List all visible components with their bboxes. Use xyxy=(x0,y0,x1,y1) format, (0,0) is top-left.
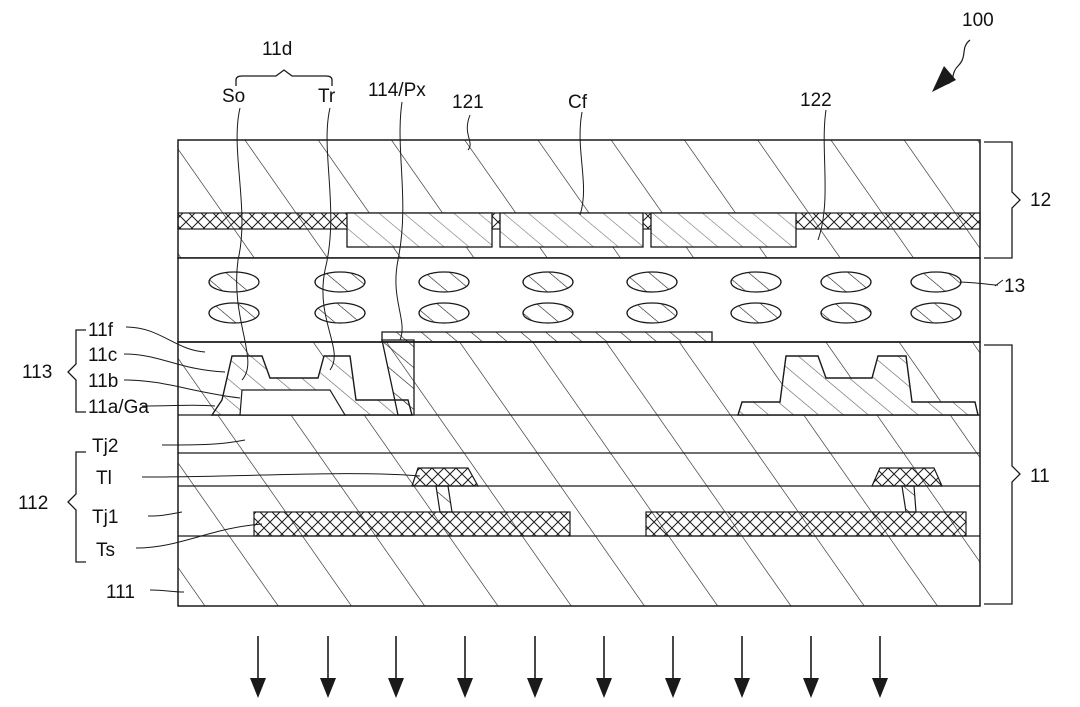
liquid-crystal-molecules xyxy=(208,271,962,324)
group-braces xyxy=(67,69,1021,605)
upper-substrate-12 xyxy=(177,139,981,259)
down-arrow-icon xyxy=(457,636,473,698)
pixel-electrode-label: 114/Px xyxy=(368,80,426,101)
layer-11f-label: 11f xyxy=(88,320,114,341)
down-arrow-icon xyxy=(527,636,543,698)
down-arrow-icon xyxy=(388,636,404,698)
base-111-label: 111 xyxy=(106,582,135,603)
insulator-tj2-label: Tj2 xyxy=(92,436,118,457)
down-arrow-icon xyxy=(803,636,819,698)
pixel-electrode-114 xyxy=(381,331,713,343)
upper-substrate-label: 12 xyxy=(1030,190,1051,211)
source-label: So xyxy=(222,86,245,107)
down-arrow-icon xyxy=(320,636,336,698)
group-11d-label: 11d xyxy=(262,39,292,60)
substrate-121-label: 121 xyxy=(452,92,484,113)
lower-substrate-11 xyxy=(177,331,981,607)
group-113-label: 113 xyxy=(22,362,52,383)
gate-layer-label: 11a/Ga xyxy=(88,397,149,418)
leader-lines xyxy=(123,101,1004,593)
lower-substrate-label: 11 xyxy=(1030,466,1050,487)
color-filter-label: Cf xyxy=(568,92,588,113)
down-arrow-icon xyxy=(596,636,612,698)
down-arrow-icon xyxy=(665,636,681,698)
tl-layer-pads xyxy=(411,467,943,487)
layer-tl-label: Tl xyxy=(96,468,112,489)
liquid-crystal-label: 13 xyxy=(1004,276,1025,297)
group-112-label: 112 xyxy=(18,493,48,514)
drain-label: Tr xyxy=(318,86,336,107)
layer-11c-label: 11c xyxy=(88,345,117,366)
sensor-ts-pads xyxy=(253,511,967,537)
liquid-crystal-layer-13 xyxy=(177,257,981,343)
light-direction-arrows xyxy=(250,636,888,698)
down-arrow-icon xyxy=(250,636,266,698)
figure-arrow-100 xyxy=(932,39,971,92)
down-arrow-icon xyxy=(734,636,750,698)
insulator-tj1-label: Tj1 xyxy=(92,507,118,528)
down-arrow-icon xyxy=(872,636,888,698)
figure-number-label: 100 xyxy=(962,10,994,31)
black-matrix-label: 122 xyxy=(800,90,832,111)
layer-11b-label: 11b xyxy=(88,371,118,392)
sensor-ts-label: Ts xyxy=(96,540,115,561)
